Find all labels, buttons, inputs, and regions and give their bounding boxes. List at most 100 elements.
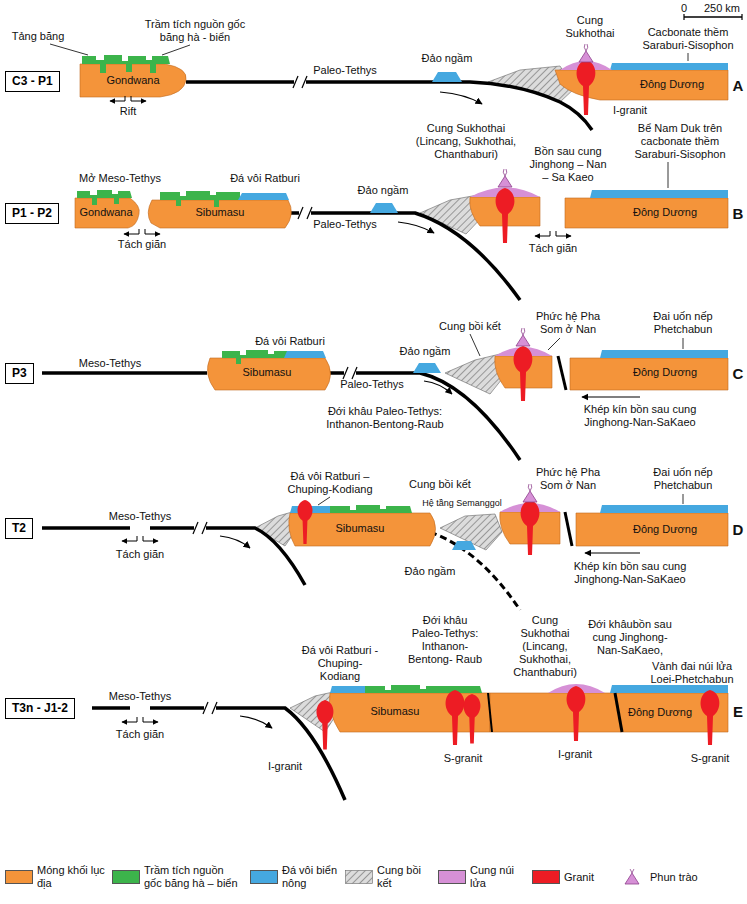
- panel-a: [150, 64, 156, 73]
- panel-b: [160, 191, 240, 200]
- annotation-label: 250 km: [699, 2, 745, 15]
- annotation-label: Đá vôi Ratburi – Chuping-Kodiang: [280, 470, 380, 496]
- panel-e: [615, 693, 622, 732]
- stage-box: T2: [5, 518, 33, 539]
- panel-e: [567, 686, 586, 741]
- annotation-label: Đảo ngầm: [395, 345, 455, 358]
- annotation-label: Đảo ngầm: [353, 184, 413, 197]
- panel-e: [203, 701, 217, 715]
- annotation-label: Đai uốn nếp Phetchabun: [638, 310, 728, 336]
- panel-d: [683, 494, 684, 504]
- annotation-label: I-granit: [550, 748, 600, 761]
- legend-swatch: [532, 870, 560, 884]
- panel-c: [424, 381, 452, 394]
- annotation-label: Sibumasu: [330, 522, 390, 535]
- panel-a: [80, 64, 186, 97]
- panel-b: [92, 198, 97, 205]
- panel-d: [585, 552, 640, 553]
- annotation-label: Bể Nam Duk trên cacbonate thềm Saraburi-…: [625, 122, 735, 161]
- annotation-label: Rift: [113, 105, 143, 118]
- panel-letter: E: [731, 703, 745, 720]
- scale-bar: [684, 14, 742, 20]
- legend-text: Trầm tích nguồn gốc băng hà – biển: [144, 864, 244, 890]
- annotation-label: Khép kín bồn sau cung Jinghong-Nan-SaKae…: [568, 560, 693, 586]
- panel-b: [590, 190, 728, 198]
- panel-d: [330, 505, 412, 513]
- stage-label: T3n - J1-2: [12, 701, 68, 716]
- annotation-label: Đông Dương: [625, 206, 705, 219]
- panel-c: [514, 346, 533, 401]
- legend-item: Cung núi lửa: [438, 856, 522, 898]
- annotation-label: 0: [676, 2, 692, 15]
- legend-item: Granit: [532, 856, 604, 898]
- annotation-label: Đá vôi Ratburi: [245, 335, 335, 348]
- annotation-label: Phức hệ Pha Som ở Nan: [533, 466, 603, 492]
- legend-item: Cung bồi kết: [345, 856, 429, 898]
- panel-e: [701, 690, 720, 745]
- panel-d: [220, 536, 250, 548]
- panel-b: [124, 229, 160, 234]
- panel-d: [150, 528, 305, 585]
- stage-label: T2: [12, 521, 26, 536]
- panel-b: [114, 198, 119, 204]
- panel-c: [236, 358, 241, 364]
- annotation-label: Đới khâubồn sau cung Jinghong- Nan-SaKae…: [585, 618, 675, 657]
- annotation-label: Khép kín bồn sau cung Jinghong-Nan-SaKae…: [578, 403, 703, 429]
- annotation-label: I-granit: [260, 760, 310, 773]
- panel-a: [610, 63, 728, 70]
- panel-e: [490, 693, 728, 732]
- stage-box: P3: [5, 363, 34, 384]
- annotation-label: Paleo-Tethys: [305, 64, 385, 77]
- legend-sample: [618, 869, 646, 885]
- legend-text: Cung bồi kết: [377, 864, 429, 890]
- panel-a: [162, 45, 190, 55]
- annotation-label: I-granit: [605, 104, 655, 117]
- annotation-label: Đông Dương: [625, 366, 705, 379]
- panel-c: [42, 371, 207, 375]
- panel-d: [565, 512, 572, 546]
- panel-a: [440, 92, 482, 104]
- panel-b: [496, 188, 515, 243]
- panel-b: [298, 206, 312, 220]
- panel-c: [343, 366, 357, 380]
- annotation-label: Phức hệ Pha Som ở Nan: [533, 310, 603, 336]
- annotation-label: Tách giãn: [110, 728, 170, 741]
- panel-letter: A: [731, 77, 745, 94]
- panel-d: [297, 500, 312, 544]
- panel-e: [446, 690, 465, 745]
- panel-e: [330, 686, 365, 693]
- panel-b: [238, 193, 289, 200]
- legend-text: Cung núi lửa: [470, 864, 522, 890]
- panel-b: [535, 231, 571, 236]
- panel-a: [688, 53, 689, 61]
- panel-d: [576, 513, 728, 546]
- panel-a: [293, 75, 307, 89]
- annotation-label: Đảo ngầm: [400, 565, 460, 578]
- panel-d: [440, 514, 502, 550]
- panel-a: [50, 44, 728, 130]
- panel-c: [683, 338, 684, 349]
- panel-d: [122, 536, 158, 541]
- legend-sample: [346, 871, 373, 884]
- annotation-label: Đai uốn nếp Phetchabun: [638, 466, 728, 492]
- annotation-label: Meso-Tethys: [100, 510, 180, 523]
- annotation-label: Sibumasu: [365, 705, 425, 718]
- panel-b: [75, 198, 139, 228]
- annotation-label: Trầm tích nguồn gốc băng hà - biển: [135, 18, 255, 44]
- panel-c: [207, 358, 330, 390]
- annotation-label: Cung bồi kết: [405, 478, 475, 491]
- panel-e: [150, 708, 345, 800]
- panel-a: [100, 64, 106, 73]
- panel-b: [214, 200, 219, 207]
- legend-item: Móng khối lục địa: [5, 856, 109, 898]
- panel-b: [176, 200, 181, 206]
- scale-bar: [741, 14, 742, 20]
- panel-c: [570, 358, 728, 390]
- panel-b: [498, 169, 512, 187]
- panel-e: [92, 684, 728, 800]
- stage-label: P3: [12, 366, 27, 381]
- legend-text: Phun trào: [650, 871, 710, 884]
- annotation-label: Mở Meso-Tethys: [70, 172, 170, 185]
- panel-d: [42, 526, 130, 530]
